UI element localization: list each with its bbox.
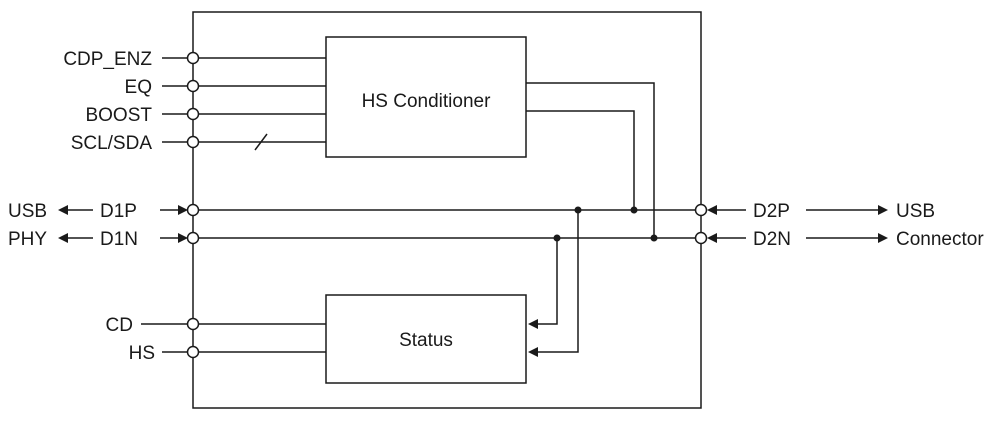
pin-circle-boost <box>186 107 200 121</box>
pin-label-boost: BOOST <box>85 105 152 126</box>
status-tap-dn <box>538 238 558 325</box>
endpoint-left-phy: PHY <box>8 229 47 250</box>
junction-dot <box>650 234 658 242</box>
bus-slash-mark <box>254 133 268 151</box>
arrowhead-right-icon <box>878 233 888 243</box>
pin-circle-d2p <box>694 203 708 217</box>
pin-label-d1p: D1P <box>100 201 137 222</box>
junction-dot <box>574 206 582 214</box>
endpoint-right-usb: USB <box>896 201 935 222</box>
pin-circle-d1n <box>186 231 200 245</box>
arrowhead-left-icon <box>58 233 68 243</box>
conditioner-tap-dp <box>526 110 635 210</box>
pin-label-d1n: D1N <box>100 229 138 250</box>
arrowhead-right-icon <box>878 205 888 215</box>
arrowhead-right-icon <box>178 233 188 243</box>
endpoint-left-usb: USB <box>8 201 47 222</box>
conditioner-tap-dn <box>526 82 655 238</box>
pin-circle-eq <box>186 79 200 93</box>
arrowhead-left-icon <box>58 205 68 215</box>
pin-circle-d1p <box>186 203 200 217</box>
pin-circle-d2n <box>694 231 708 245</box>
arrowhead-left-icon <box>528 319 538 329</box>
pin-label-d2n: D2N <box>753 229 791 250</box>
status-label: Status <box>399 330 453 351</box>
status-tap-dp <box>538 210 579 353</box>
endpoint-right-connector: Connector <box>896 229 984 250</box>
status-block <box>325 294 527 384</box>
junction-dot <box>553 234 561 242</box>
pin-label-hs: HS <box>129 343 155 364</box>
pin-label-cdp-enz: CDP_ENZ <box>63 49 152 70</box>
arrowhead-left-icon <box>707 205 717 215</box>
pin-label-scl-sda: SCL/SDA <box>71 133 153 154</box>
arrowhead-left-icon <box>707 233 717 243</box>
pin-circle-cd <box>186 317 200 331</box>
hs-conditioner-block <box>325 36 527 158</box>
pin-label-eq: EQ <box>125 77 152 98</box>
pin-label-d2p: D2P <box>753 201 790 222</box>
pin-circle-cdp-enz <box>186 51 200 65</box>
pin-circle-hs <box>186 345 200 359</box>
hs-conditioner-label: HS Conditioner <box>362 91 492 112</box>
arrowhead-right-icon <box>178 205 188 215</box>
junction-dot <box>630 206 638 214</box>
pin-label-cd: CD <box>106 315 133 336</box>
arrowhead-left-icon <box>528 347 538 357</box>
pin-circle-scl-sda <box>186 135 200 149</box>
